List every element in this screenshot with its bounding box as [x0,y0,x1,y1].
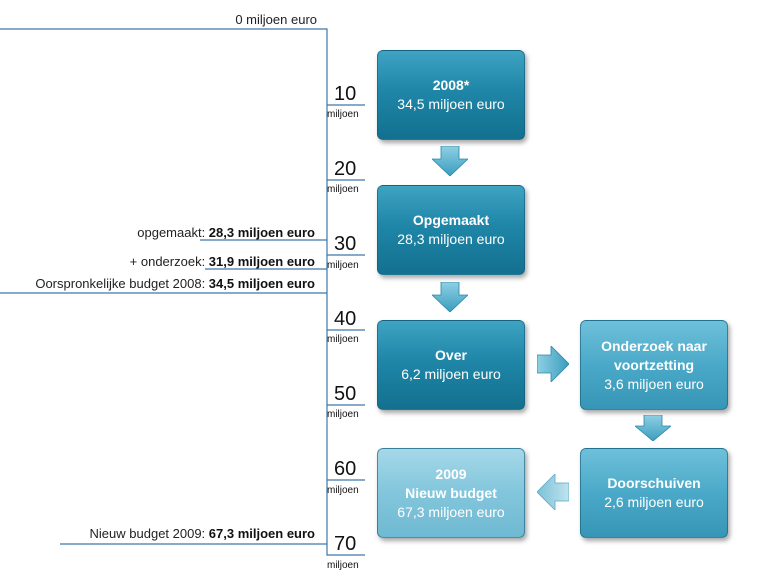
marker-nieuw: Nieuw budget 2009: 67,3 miljoen euro [90,526,315,541]
box-opgemaakt: Opgemaakt 28,3 miljoen euro [377,185,525,275]
tick-10: 10 [334,83,357,105]
marker-oorspronkelijk-prefix: Oorspronkelijke budget 2008: [35,276,209,291]
scale-top-line [0,28,365,556]
box-2009-title-2: Nieuw budget [405,484,497,501]
box-2008: 2008* 34,5 miljoen euro [377,50,525,140]
box-opgemaakt-title: Opgemaakt [412,212,490,228]
marker-nieuw-prefix: Nieuw budget 2009: [89,526,209,541]
tick-10-unit: miljoen [327,109,359,120]
box-2008-title: 2008* [432,77,470,93]
box-over-title: Over [435,347,467,363]
box-2009-amount: 67,3 miljoen euro [397,503,505,520]
marker-oorspronkelijk-value: 34,5 miljoen euro [208,276,315,291]
tick-20-unit: miljoen [327,184,359,195]
arrow-down-3-icon [635,415,671,441]
marker-onderzoek-value: 31,9 miljoen euro [208,254,315,269]
marker-oorspronkelijk: Oorspronkelijke budget 2008: 34,5 miljoe… [35,276,315,291]
box-opgemaakt-amount: 28,3 miljoen euro [397,231,505,247]
arrow-down-2-icon [432,282,468,312]
box-onderzoek-amount: 3,6 miljoen euro [604,375,704,392]
box-onderzoek-title-1: Onderzoek naar [601,337,707,354]
box-doorschuiven: Doorschuiven 2,6 miljoen euro [580,448,728,538]
tick-60: 60 [334,458,357,480]
box-onderzoek-title-2: voortzetting [613,356,695,373]
arrow-right-icon [537,346,569,382]
arrow-down-1-icon [432,146,468,176]
box-doorschuiven-amount: 2,6 miljoen euro [604,494,704,510]
arrow-left-icon [537,474,569,510]
tick-40: 40 [334,308,357,330]
marker-onderzoek-prefix: + onderzoek: [129,254,209,269]
box-over-amount: 6,2 miljoen euro [401,366,501,382]
marker-onderzoek: + onderzoek: 31,9 miljoen euro [130,254,315,269]
marker-opgemaakt-prefix: opgemaakt: [137,225,209,240]
box-onderzoek: Onderzoek naar voortzetting 3,6 miljoen … [580,320,728,410]
tick-50-unit: miljoen [327,409,359,420]
box-2009: 2009 Nieuw budget 67,3 miljoen euro [377,448,525,538]
tick-70-unit: miljoen [327,560,359,571]
tick-60-unit: miljoen [327,485,359,496]
box-doorschuiven-title: Doorschuiven [607,475,701,491]
scale-top-label: 0 miljoen euro [235,12,317,27]
tick-70: 70 [334,533,357,555]
marker-opgemaakt-value: 28,3 miljoen euro [208,225,315,240]
marker-opgemaakt: opgemaakt: 28,3 miljoen euro [137,225,315,240]
box-2008-amount: 34,5 miljoen euro [397,96,505,112]
tick-50: 50 [334,383,357,405]
tick-20: 20 [334,158,357,180]
box-over: Over 6,2 miljoen euro [377,320,525,410]
box-2009-title-1: 2009 [435,465,467,482]
marker-nieuw-value: 67,3 miljoen euro [208,526,315,541]
tick-40-unit: miljoen [327,334,359,345]
tick-30: 30 [334,233,357,255]
tick-30-unit: miljoen [327,260,359,271]
